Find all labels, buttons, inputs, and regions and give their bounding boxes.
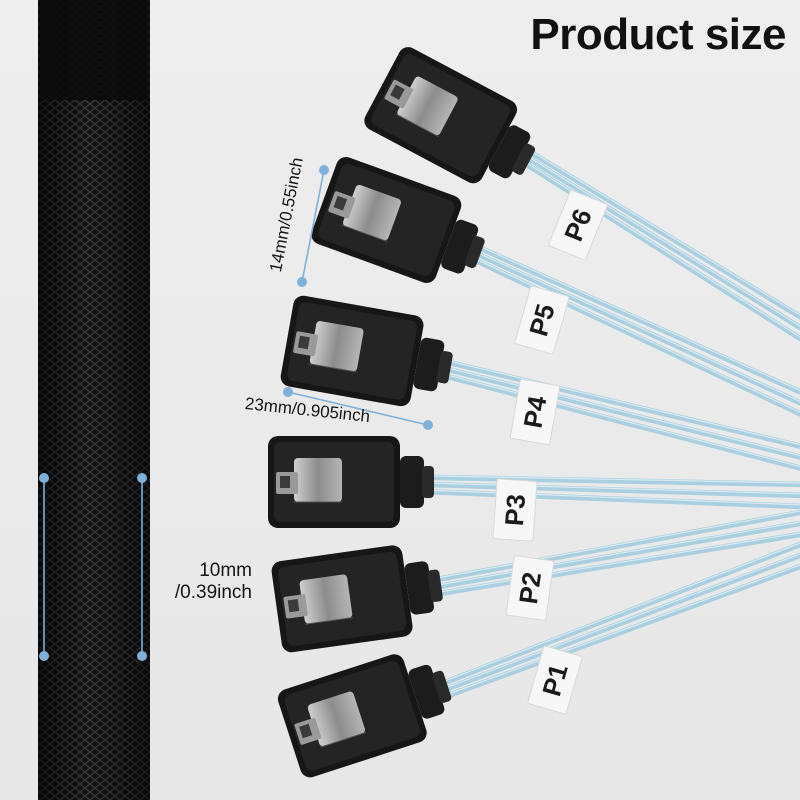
sleeve-diameter-line-right	[137, 473, 147, 661]
sleeve-diameter-label: 10mm /0.39inch	[175, 560, 252, 604]
sata-connector	[364, 47, 536, 184]
page-title: Product size	[530, 10, 786, 59]
sata-cable	[457, 236, 800, 417]
connector-width-line	[297, 165, 329, 287]
sata-cable	[425, 541, 800, 706]
sata-connector	[277, 654, 452, 778]
sata-connector	[271, 545, 443, 653]
braided-sleeve	[38, 0, 150, 800]
sata-cable	[509, 138, 800, 342]
port-tag-label: P4	[517, 393, 552, 430]
port-tag-p2: P2	[505, 555, 555, 621]
port-tag-p3: P3	[492, 478, 538, 542]
port-tag-p5: P5	[514, 285, 570, 355]
sata-cable	[423, 354, 800, 471]
sleeve-diameter-mm: 10mm	[199, 560, 252, 581]
port-tag-label: P2	[513, 570, 547, 606]
connector-group	[268, 47, 536, 778]
port-tag-p4: P4	[509, 378, 561, 446]
connector-length-line	[283, 387, 433, 430]
sleeve-diameter-inch: /0.39inch	[174, 582, 252, 603]
cable-group	[407, 138, 800, 706]
port-tag-label: P3	[499, 493, 531, 527]
port-tag-p6: P6	[548, 189, 608, 261]
port-tag-p1: P1	[527, 645, 583, 715]
sata-cable	[407, 474, 800, 510]
sata-connector	[311, 156, 485, 283]
sata-cable	[415, 509, 800, 600]
sleeve-diameter-line-left	[39, 473, 49, 661]
sata-connector	[268, 436, 434, 528]
sata-connector	[280, 295, 453, 407]
